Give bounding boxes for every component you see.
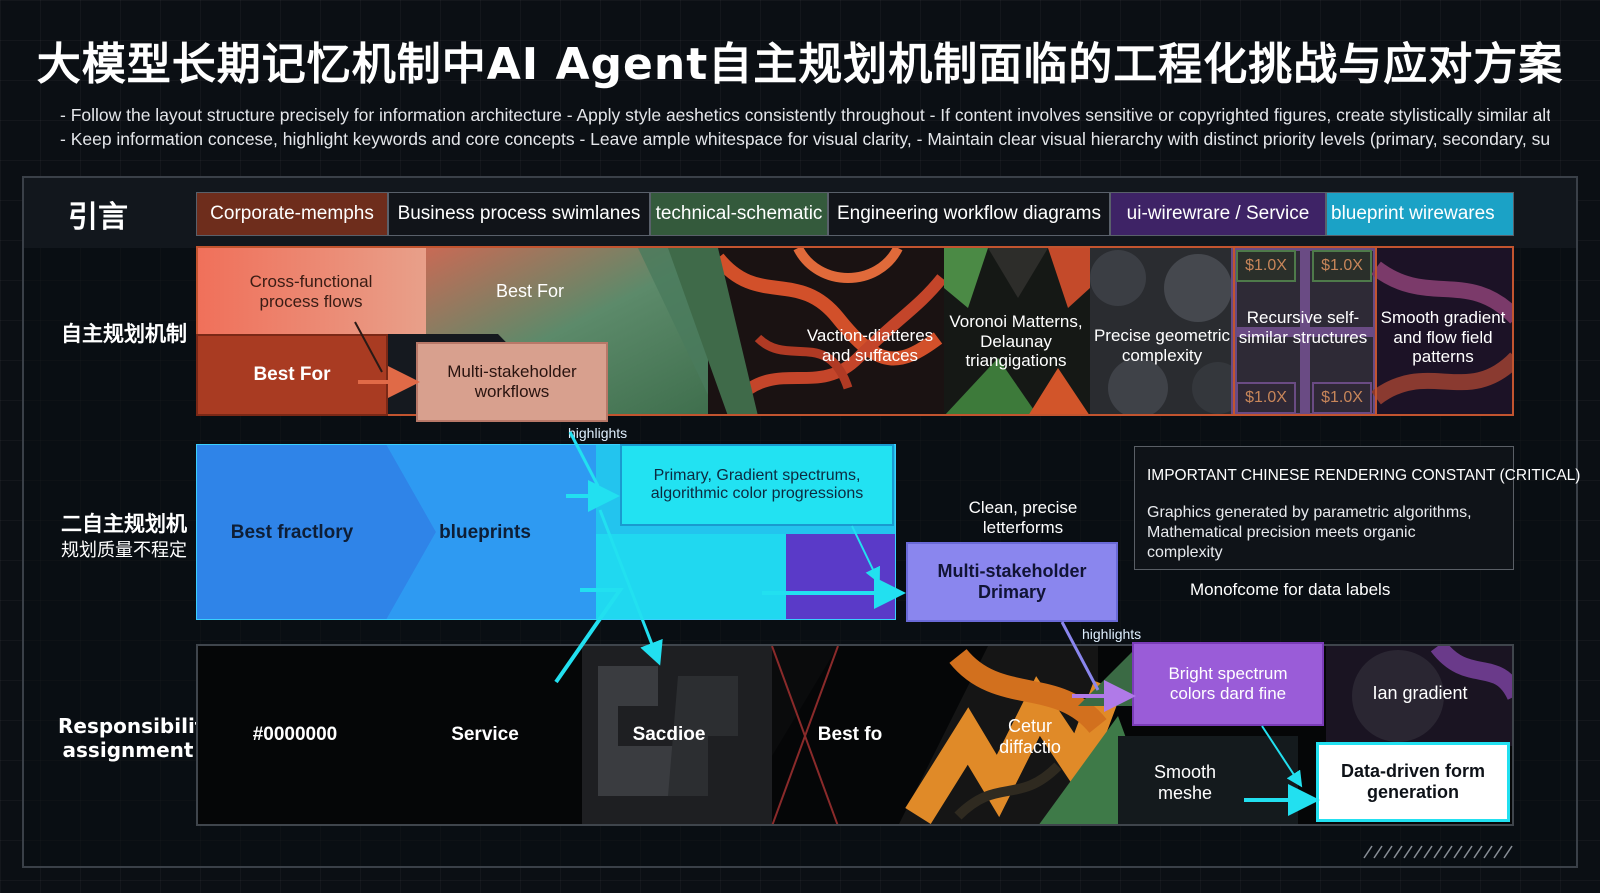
data-driven-box[interactable]: Data-driven form generation	[1316, 742, 1510, 822]
smooth-meshe-label: Smooth meshe	[1153, 762, 1217, 803]
important-title: IMPORTANT CHINESE RENDERING CONSTANT (CR…	[1147, 467, 1581, 484]
primary-gradient-box[interactable]: Primary, Gradient spectrums, algorithmic…	[620, 444, 894, 526]
intro-heading: 引言	[68, 200, 128, 235]
lane-1-texture	[198, 248, 1512, 414]
tab-business-process-swimlanes[interactable]: Business process swimlanes	[388, 192, 650, 236]
row-label-responsibility: Responsibility	[58, 714, 218, 738]
tab-engineering-workflow[interactable]: Engineering workflow diagrams	[828, 192, 1110, 236]
row-label-planning-quality: 规划质量不程定	[61, 540, 187, 561]
smooth-gradient-label: Smooth gradient and flow field patterns	[1380, 308, 1506, 367]
highlights-label-1: highlights	[568, 425, 628, 441]
monofcome-label: Monofcome for data labels	[1190, 580, 1391, 599]
important-body: Graphics generated by parametric algorit…	[1147, 504, 1472, 561]
best-for-box[interactable]: Best For	[196, 334, 388, 416]
guideline-note-1: - Follow the layout structure precisely …	[60, 105, 1550, 125]
tab-blueprint-wirewares[interactable]: blueprint wirewares	[1326, 192, 1514, 236]
tab-corporate-memphs[interactable]: Corporate-memphs	[196, 192, 388, 236]
guideline-note-2: - Keep information concese, highlight ke…	[60, 129, 1550, 149]
multi-stakeholder-workflows-box[interactable]: Multi-stakeholder workflows	[416, 342, 608, 422]
badge-1: $1.0X	[1236, 250, 1296, 282]
best-fraction-label: Best fractlory	[230, 522, 354, 543]
recursive-label: Recursive self-similar structures	[1238, 308, 1368, 347]
service-label: Service	[451, 724, 519, 745]
clean-letterforms-label: Clean, precise letterforms	[968, 498, 1078, 537]
bright-spectrum-box[interactable]: Bright spectrum colors dard fine	[1132, 642, 1324, 726]
sacdioe-label: Sacdioe	[632, 724, 706, 745]
multi-stakeholder-primary-box[interactable]: Multi-stakeholder Drimary	[906, 542, 1118, 622]
tab-ui-wirewrare-service[interactable]: ui-wirewrare / Service	[1110, 192, 1326, 236]
row-label-planning-2: 二自主规划机	[61, 512, 187, 536]
row-label-autonomous-planning: 自主规划机制	[61, 322, 187, 346]
important-constant-panel: IMPORTANT CHINESE RENDERING CONSTANT (CR…	[1134, 446, 1580, 570]
best-fo-label: Best fo	[817, 724, 883, 745]
badge-4: $1.0X	[1312, 382, 1372, 414]
ian-gradient-label: Ian gradient	[1372, 683, 1468, 703]
cross-functional-label: Cross-functional process flows	[249, 272, 373, 311]
best-for-top-label: Best For	[495, 281, 565, 301]
cetur-label: Cetur diffactio	[999, 716, 1061, 757]
row-label-assignment: assignment	[62, 738, 194, 762]
badge-2: $1.0X	[1312, 250, 1372, 282]
highlights-label-2: highlights	[1082, 626, 1142, 642]
badge-3: $1.0X	[1236, 382, 1296, 414]
tab-technical-schematic[interactable]: technical-schematic	[650, 192, 828, 236]
page-title: 大模型长期记忆机制中AI Agent自主规划机制面临的工程化挑战与应对方案	[36, 39, 1564, 90]
voronoi-label: Voronoi Matterns, Delaunay triangigation…	[949, 312, 1083, 371]
hex-label: #0000000	[252, 724, 338, 745]
lane-3-texture	[582, 646, 1512, 824]
vaction-label: Vaction-diatteres and suffaces	[806, 326, 934, 365]
blueprints-label: blueprints	[439, 522, 531, 543]
precise-geometric-label: Precise geometric complexity	[1093, 326, 1231, 365]
